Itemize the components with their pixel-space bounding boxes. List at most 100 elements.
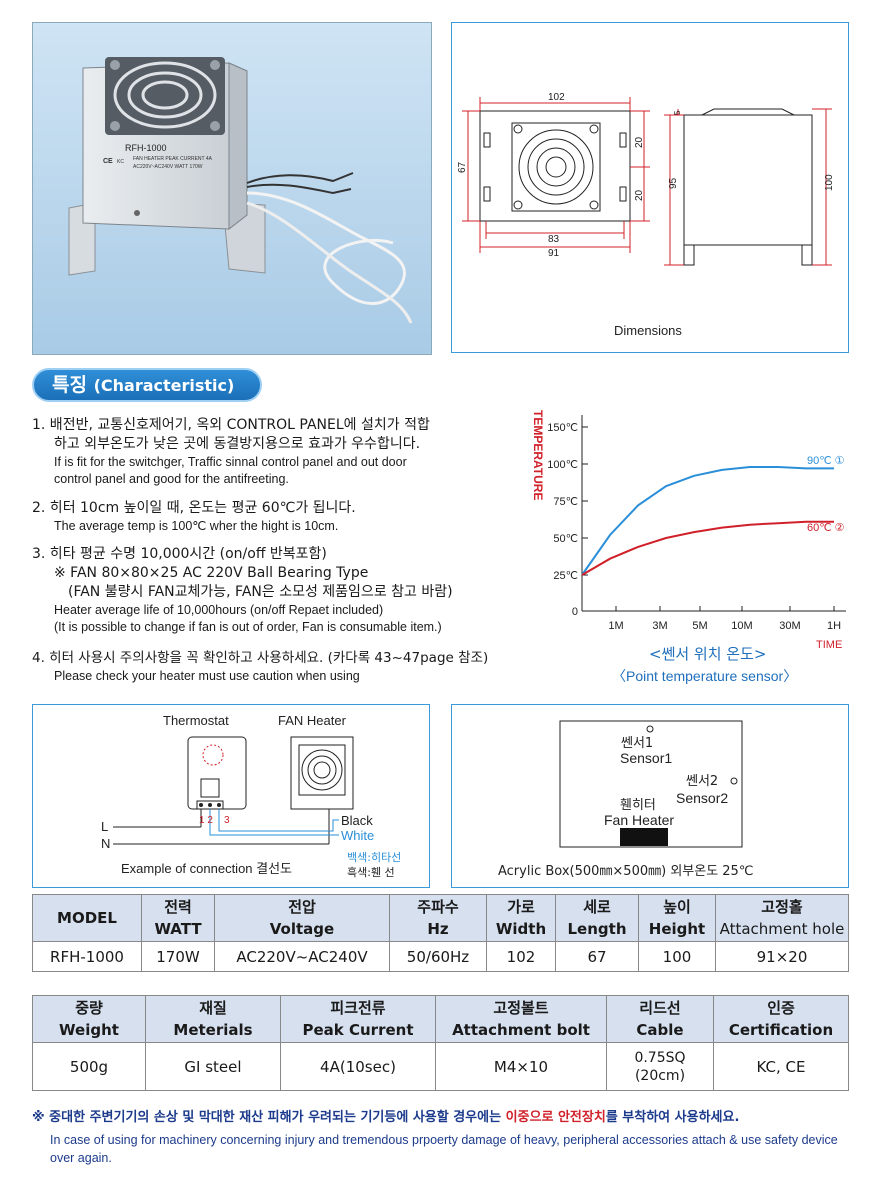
photo-label-model: RFH-1000 [125, 143, 167, 153]
spec2-peak: 4A(10sec) [280, 1042, 436, 1091]
spec1-h-model: MODEL [32, 894, 142, 942]
thermostat-label: Thermostat [163, 713, 229, 728]
connection-legend-black: 흑색:휀 선 [347, 865, 395, 879]
dim-right-lower: 20 [634, 189, 645, 201]
feature-item-1: 1. 배전반, 교통신호제어기, 옥외 CONTROL PANEL에 설치가 적… [32, 416, 592, 488]
feature-4-ko1: 4. 히터 사용시 주의사항을 꼭 확인하고 사용하세요. (카다록 43~47… [32, 650, 489, 666]
feature-item-3: 3. 히타 평균 수명 10,000시간 (on/off 반복포함) ※ FAN… [32, 545, 592, 636]
feature-3-ko1: 3. 히타 평균 수명 10,000시간 (on/off 반복포함) [32, 546, 327, 562]
connection-caption: Example of connection 결선도 [121, 861, 292, 876]
connection-legend-white: 백색:히타선 [347, 850, 401, 864]
photo-label-line2: AC220V~AC240V WATT 170W [133, 164, 203, 170]
y-tick-label: 25℃ [553, 570, 578, 582]
series-60c-label: 60℃ ② [807, 522, 845, 534]
series-60c-line [581, 520, 834, 576]
y-tick-label: 75℃ [553, 496, 578, 508]
y-tick-label: 50℃ [553, 533, 578, 545]
spec2-cable: 0.75SQ(20cm) [606, 1042, 714, 1091]
spec1-hole: 91×20 [715, 941, 849, 972]
feature-4-en1: Please check your heater must use cautio… [54, 669, 360, 683]
sensor1-ko: 쎈서1 [621, 736, 653, 751]
feature-3-en2: (It is possible to change if fan is out … [54, 620, 442, 634]
x-tick-label: 1M [608, 620, 623, 632]
spec1-voltage: AC220V~AC240V [214, 941, 390, 972]
spec1-height: 100 [638, 941, 716, 972]
feature-2-ko1: 2. 히터 10cm 높이일 때, 온도는 평균 60℃가 됩니다. [32, 500, 356, 516]
dim-right-upper: 20 [634, 136, 645, 148]
x-tick-label: 1H [827, 620, 841, 632]
feature-1-ko2: 하고 외부온도가 낮은 곳에 동결방지용으로 효과가 우수합니다. [54, 436, 421, 452]
feature-1-en2: control panel and good for the antifreet… [54, 472, 289, 486]
spec1-model: RFH-1000 [32, 941, 142, 972]
dimensions-caption: Dimensions [614, 323, 682, 338]
dim-side-total: 100 [824, 174, 835, 191]
feature-1-en1: If is fit for the switchger, Traffic sin… [54, 455, 407, 469]
chart-caption-ko: <쎈서 위치 온도> [649, 645, 766, 663]
chart-ylabel: TEMPERATURE [531, 410, 545, 500]
feature-item-2: 2. 히터 10cm 높이일 때, 온도는 평균 60℃가 됩니다. The a… [32, 499, 592, 535]
feature-3-ko3: (FAN 불량시 FAN교체가능, FAN은 소모성 제품임으로 참고 바람) [68, 584, 453, 600]
y-tick-label: 100℃ [547, 459, 578, 471]
feature-3-en1: Heater average life of 10,000hours (on/o… [54, 603, 384, 617]
caution-ko-c: 를 부착하여 사용하세요. [605, 1110, 740, 1125]
spec2-weight: 500g [32, 1042, 146, 1091]
dimensions-panel: 102 67 20 20 83 91 5 95 100 Dimensions [451, 22, 849, 353]
caution-note-ko: ※ 중대한 주변기기의 손상 및 막대한 재산 피해가 우려되는 기기등에 사용… [32, 1106, 739, 1125]
sensor1-en: Sensor1 [620, 750, 672, 766]
spec2-data-row: 500g GI steel 4A(10sec) M4×10 0.75SQ(20c… [32, 1042, 849, 1091]
characteristic-title-sub: (Characteristic) [93, 376, 235, 395]
series-90c-label: 90℃ ① [807, 455, 845, 467]
sensor-caption: Acrylic Box(500㎜×500㎜) 외부온도 25℃ [498, 864, 753, 879]
wire-white-label: White [341, 828, 374, 843]
characteristic-title: 특징 [52, 374, 87, 396]
sensor2-en: Sensor2 [676, 790, 728, 806]
chart-xlabel: TIME [816, 639, 842, 651]
y-tick-label: 0 [572, 606, 578, 618]
x-tick-label: 10M [731, 620, 752, 632]
product-photo: RFH-1000 CE KC FAN HEATER PEAK CURRENT 4… [32, 22, 432, 355]
feature-item-4: 4. 히터 사용시 주의사항을 꼭 확인하고 사용하세요. (카다록 43~47… [32, 649, 592, 685]
fan-heater-en: Fan Heater [604, 812, 674, 828]
spec2-cert: KC, CE [713, 1042, 849, 1091]
dim-side-top: 5 [673, 110, 682, 115]
caution-ko-a: ※ 중대한 주변기기의 손상 및 막대한 재산 피해가 우려되는 기기등에 사용… [32, 1110, 506, 1125]
spec1-data-row: RFH-1000 170W AC220V~AC240V 50/60Hz 102 … [32, 941, 849, 972]
sensor-panel: 쎈서1 Sensor1 쎈서2 Sensor2 휀히터 Fan Heater A… [451, 704, 849, 888]
feature-1-ko1: 1. 배전반, 교통신호제어기, 옥외 CONTROL PANEL에 설치가 적… [32, 417, 430, 433]
feature-2-en1: The average temp is 100℃ wher the hight … [54, 519, 339, 533]
spec2-bolt: M4×10 [435, 1042, 607, 1091]
dim-bottom-outer: 91 [548, 248, 560, 259]
x-tick-label: 3M [652, 620, 667, 632]
caution-ko-highlight: 이중으로 안전장치 [505, 1110, 606, 1125]
spec1-watt: 170W [141, 941, 215, 972]
feature-3-ko2: ※ FAN 80×80×25 AC 220V Ball Bearing Type [54, 565, 369, 581]
spec1-hz: 50/60Hz [389, 941, 487, 972]
dim-side-height: 95 [668, 177, 679, 189]
wire-L-label: L [101, 819, 108, 834]
wire-N-label: N [101, 836, 110, 851]
fan-heater-label: FAN Heater [278, 713, 347, 728]
photo-label-line1: FAN HEATER PEAK CURRENT 4A [133, 156, 213, 162]
wire-black-label: Black [341, 813, 373, 828]
terminal-labels: 1 2 [199, 815, 213, 826]
connection-panel: Thermostat FAN Heater L N 1 2 3 Black Wh… [32, 704, 430, 888]
x-tick-label: 5M [692, 620, 707, 632]
photo-kc-mark: KC [117, 159, 124, 165]
characteristic-heading: 특징 (Characteristic) [32, 368, 262, 402]
